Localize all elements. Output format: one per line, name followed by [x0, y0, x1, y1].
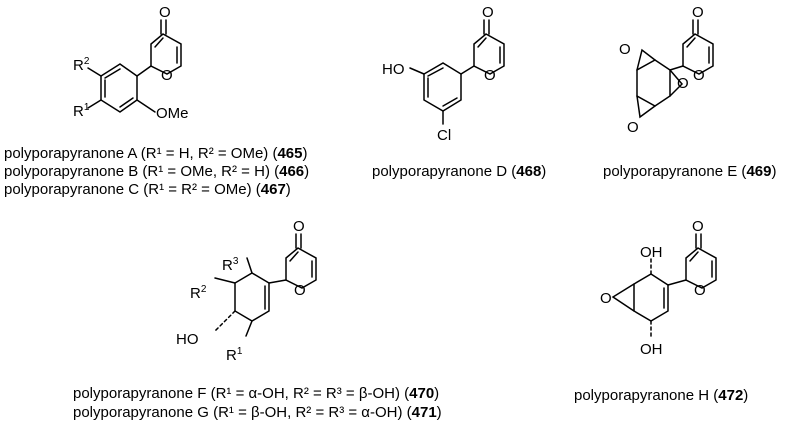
r3-label: R3	[222, 256, 239, 274]
oh-label-top-472: OH	[640, 244, 663, 261]
caption-466: polyporapyranone B (R¹ = OMe, R² = H) (4…	[4, 163, 310, 180]
r2-label-470: R2	[190, 284, 207, 302]
cl-label: Cl	[437, 127, 451, 144]
caption-470: polyporapyranone F (R¹ = α-OH, R² = R³ =…	[73, 385, 440, 402]
ring-o-469: O	[693, 67, 705, 84]
epoxide-o-472: O	[600, 290, 612, 307]
ring-o-468: O	[484, 67, 496, 84]
ring-o-465: O	[161, 67, 173, 84]
structure-polyporapyranone-a-c	[87, 19, 182, 113]
epoxide-o-1: O	[619, 41, 631, 58]
structure-polyporapyranone-h	[611, 233, 717, 338]
epoxide-o-3: O	[627, 119, 639, 136]
carbonyl-o-465: O	[159, 4, 171, 21]
structure-polyporapyranone-e	[636, 19, 714, 119]
oh-label-bottom-472: OH	[640, 341, 663, 358]
caption-472: polyporapyranone H (472)	[574, 387, 749, 404]
ring-o-470: O	[294, 282, 306, 299]
caption-471: polyporapyranone G (R¹ = β-OH, R² = R³ =…	[73, 404, 442, 421]
carbonyl-o-468: O	[482, 4, 494, 21]
r1-label-470: R1	[226, 346, 243, 364]
ho-label-470: HO	[176, 331, 199, 348]
ome-label: OMe	[156, 105, 189, 122]
r2-label-465: R2	[73, 56, 90, 74]
structure-polyporapyranone-d	[409, 19, 505, 125]
caption-469: polyporapyranone E (469)	[603, 163, 777, 180]
caption-467: polyporapyranone C (R¹ = R² = OMe) (467)	[4, 181, 291, 198]
ho-label-468: HO	[382, 61, 405, 78]
ring-o-472: O	[694, 282, 706, 299]
structure-polyporapyranone-f-g	[213, 233, 317, 337]
carbonyl-o-470: O	[293, 218, 305, 235]
caption-465: polyporapyranone A (R¹ = H, R² = OMe) (4…	[4, 145, 308, 162]
caption-468: polyporapyranone D (468)	[372, 163, 547, 180]
carbonyl-o-472: O	[692, 218, 704, 235]
carbonyl-o-469: O	[692, 4, 704, 21]
r1-label-465: R1	[73, 102, 90, 120]
epoxide-o-2: O	[677, 75, 689, 92]
